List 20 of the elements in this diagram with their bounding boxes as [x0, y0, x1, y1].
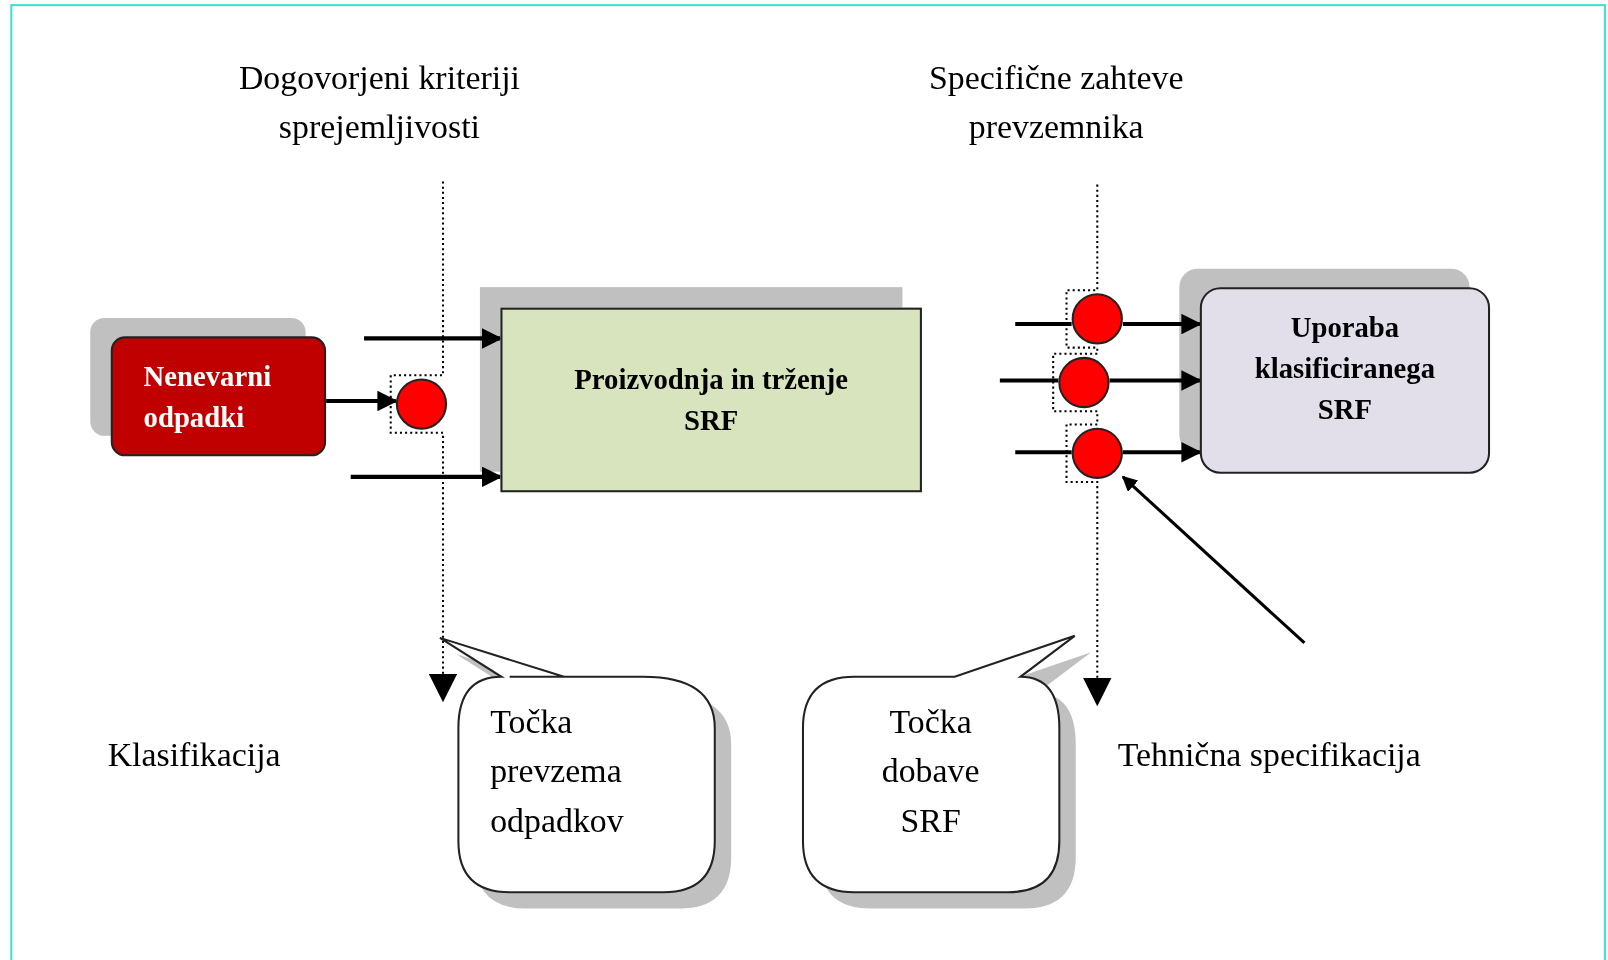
connector-line: [999, 378, 1059, 383]
dotted-arrow: [389, 181, 458, 703]
stage-label: Tehnična specifikacija: [1117, 736, 1421, 775]
stage-label: Klasifikacija: [107, 736, 281, 775]
process-box: Uporaba klasificiranega SRF: [1199, 287, 1491, 474]
control-point-circle: [1058, 356, 1110, 409]
arrow: [1121, 475, 1306, 645]
heading-text: Dogovorjeni kriteriji sprejemljivosti: [194, 53, 565, 182]
control-point-circle: [1071, 427, 1123, 479]
connector-line: [1015, 450, 1072, 455]
control-point-circle: [395, 378, 448, 430]
heading-text: Specifične zahteve prevzemnika: [881, 53, 1231, 185]
waste-box: Nenevarni odpadki: [110, 336, 327, 457]
callout-text: Točka dobave SRF: [880, 702, 981, 841]
control-point-circle: [1071, 293, 1123, 345]
process-box: Proizvodnja in trženje SRF: [500, 307, 922, 493]
dotted-arrow: [1052, 184, 1112, 707]
callout-text: Točka prevzema odpadkov: [490, 702, 625, 841]
connector-line: [1015, 322, 1072, 327]
arrow: [326, 390, 398, 412]
